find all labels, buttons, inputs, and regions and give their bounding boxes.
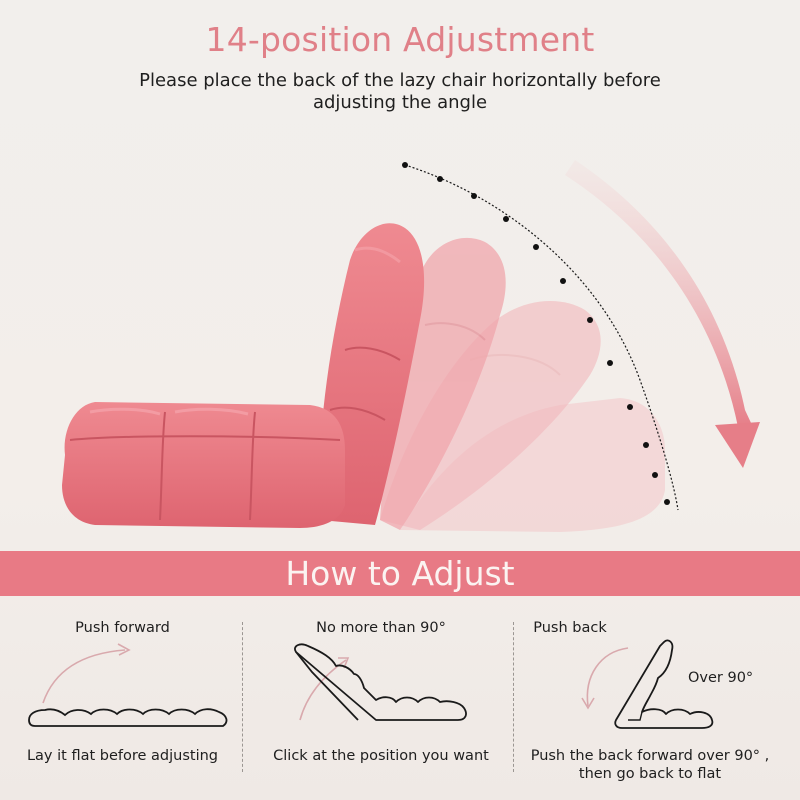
step-1-bottom-label: Lay it flat before adjusting (26, 748, 219, 764)
angled-chair-diagram-icon (294, 643, 467, 721)
how-to-adjust-banner: How to Adjust (0, 551, 800, 596)
step-3-bottom-label: Push the back forward over 90° , then go… (530, 748, 770, 782)
banner-title: How to Adjust (285, 554, 515, 593)
page-subtitle: Please place the back of the lazy chair … (139, 70, 661, 113)
step-2: No more than 90° Click at the position y… (250, 600, 512, 800)
step-3: Push back Over 90° Push the back forward… (520, 600, 800, 800)
step-divider (242, 622, 243, 772)
chair-main-back (319, 223, 425, 525)
step-2-bottom-label: Click at the position you want (273, 748, 489, 764)
step-1: Push forward Lay it flat before adjustin… (0, 600, 245, 800)
upright-chair-diagram-icon (581, 639, 714, 729)
dotted-arc-indicator (402, 162, 679, 511)
step-2-top-label: No more than 90° (316, 620, 446, 636)
step-1-top-label: Push forward (75, 620, 170, 636)
hero-illustration (0, 150, 800, 540)
step-divider (513, 622, 514, 772)
step-3-side-label: Over 90° (688, 670, 754, 686)
chair-main-seat (62, 402, 345, 528)
flat-chair-diagram-icon (28, 643, 228, 727)
page-title: 14-position Adjustment (205, 20, 595, 59)
curved-arrow-down-icon (565, 160, 760, 468)
chair-ghost-flat (400, 398, 665, 532)
steps-section: Push forward Lay it flat before adjustin… (0, 600, 800, 800)
step-3-top-label: Push back (533, 620, 607, 636)
chair-positions-image (62, 160, 760, 532)
